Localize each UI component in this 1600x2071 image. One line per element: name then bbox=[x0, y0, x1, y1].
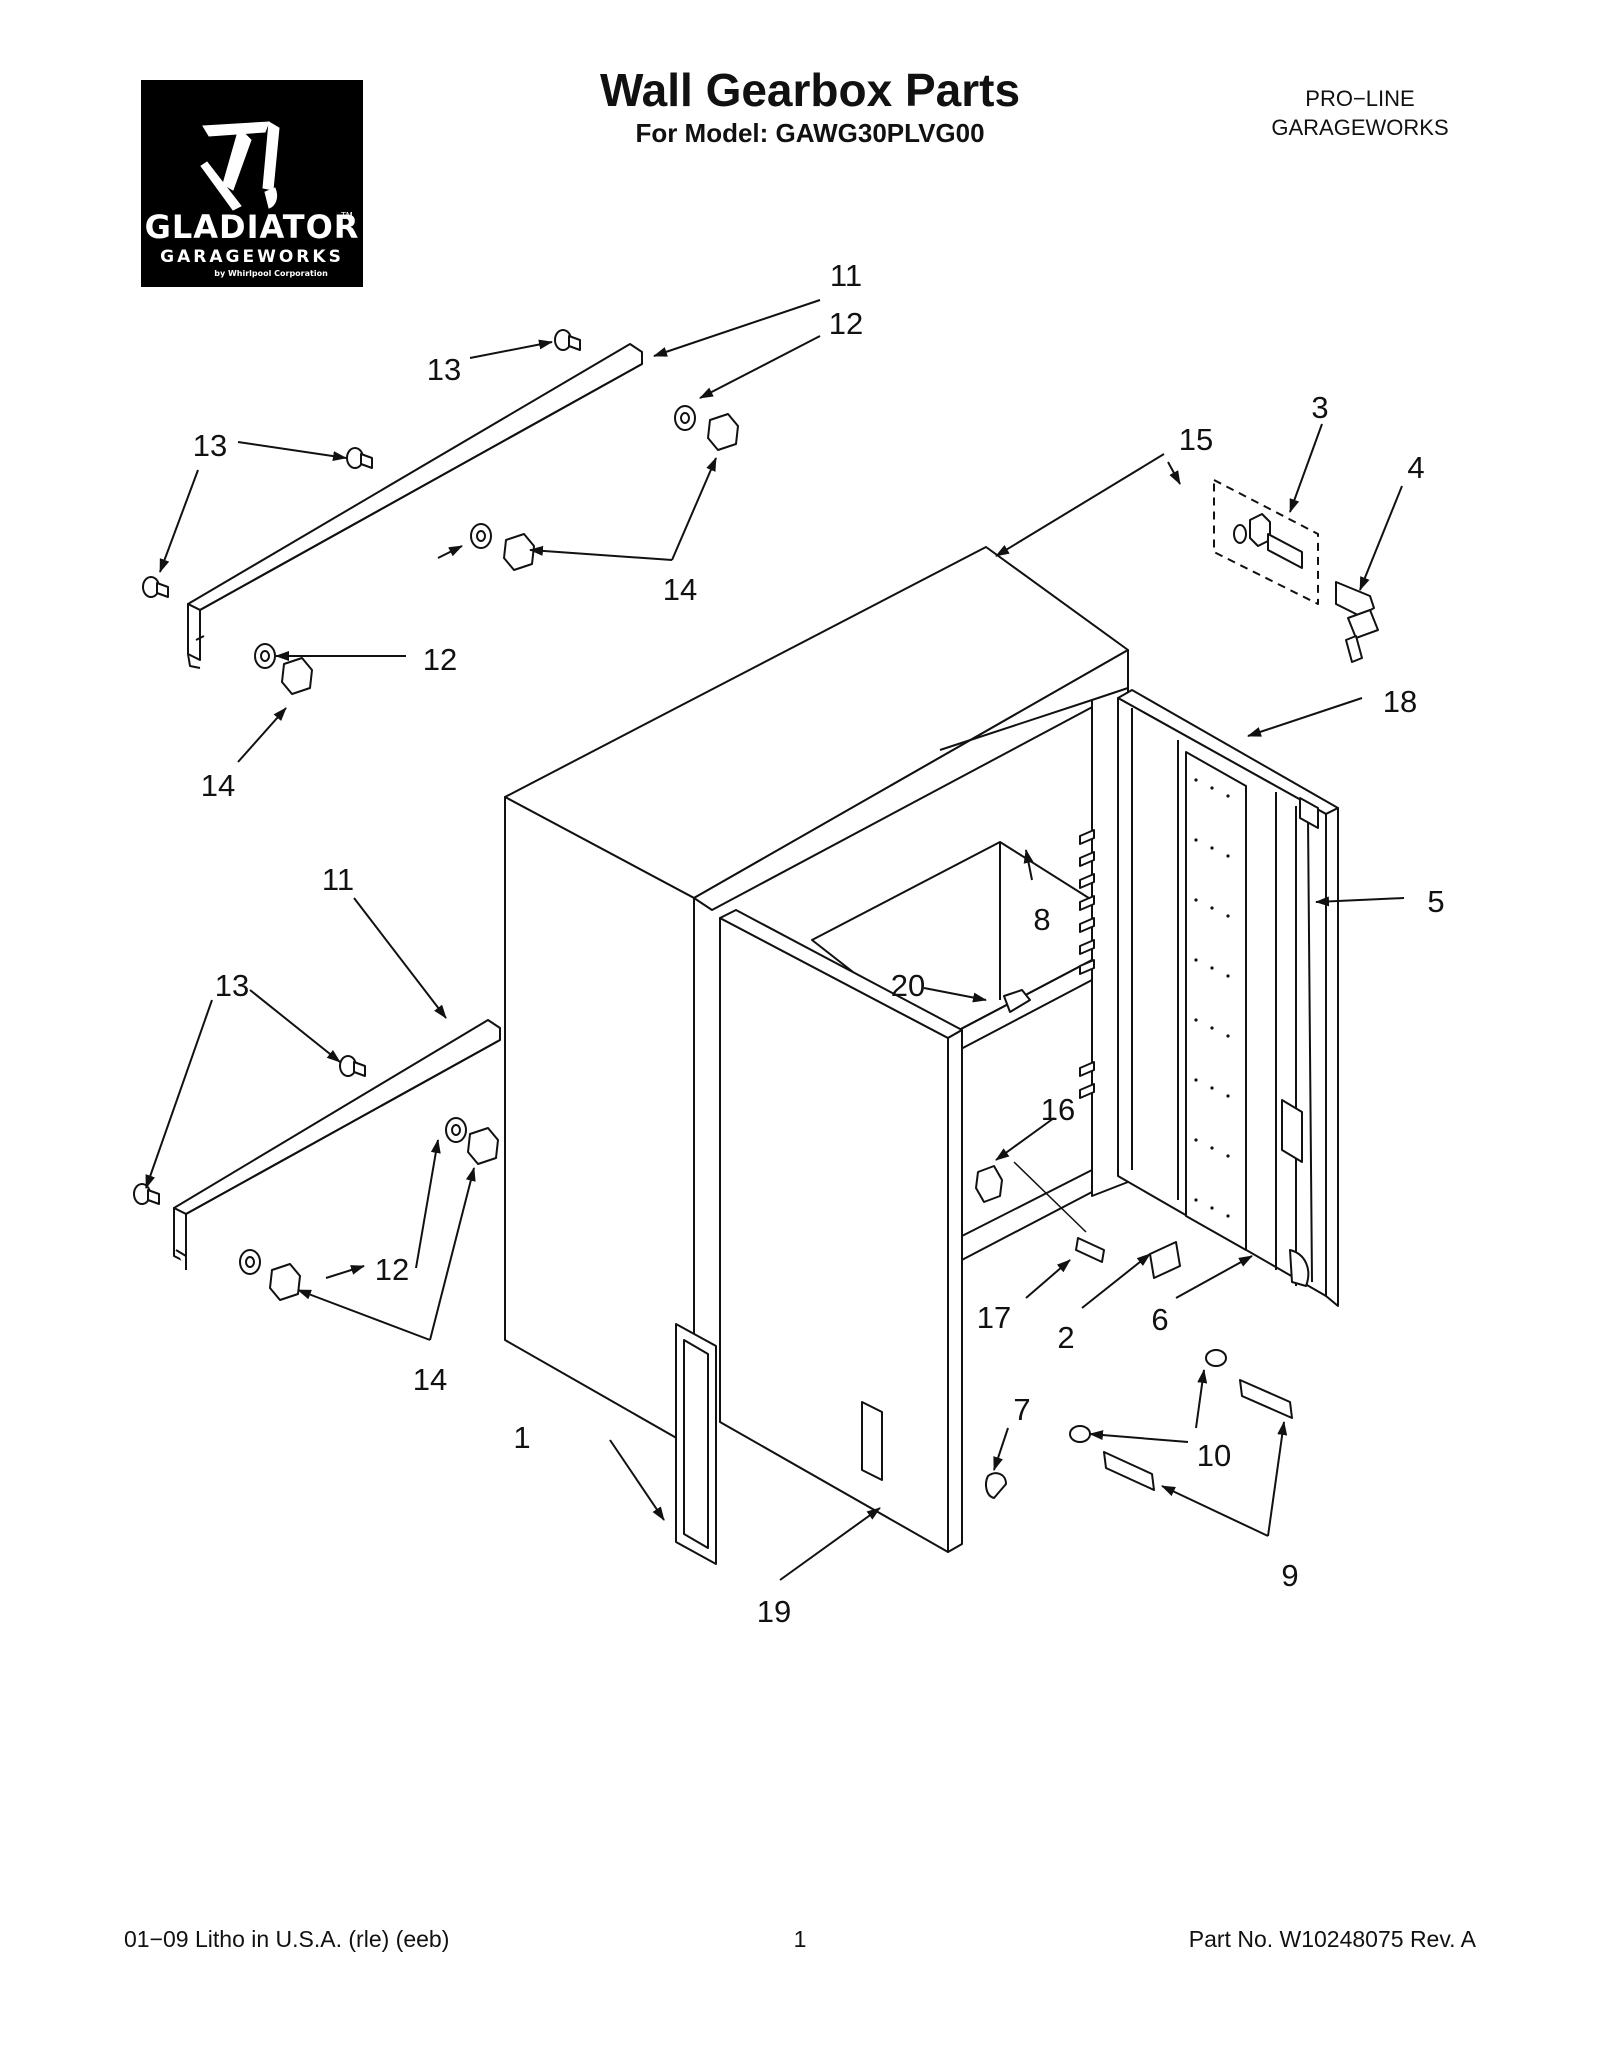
small-parts bbox=[675, 989, 1293, 1565]
callout-20: 20 bbox=[891, 968, 925, 1003]
callout-8: 8 bbox=[1033, 902, 1050, 937]
pegboard-holes bbox=[1194, 778, 1230, 1218]
upper-mounting-rail bbox=[187, 343, 643, 669]
callout-3: 3 bbox=[1311, 390, 1328, 425]
page-title: Wall Gearbox Parts bbox=[599, 64, 1021, 116]
page-number: 1 bbox=[793, 1926, 807, 1952]
callout-5: 5 bbox=[1427, 884, 1444, 919]
callout-1: 1 bbox=[513, 1420, 530, 1455]
callout-11-upper: 11 bbox=[830, 258, 862, 293]
callout-12-upper-b: 12 bbox=[423, 642, 457, 677]
callout-14-upper-a: 14 bbox=[663, 572, 697, 607]
callout-11-lower: 11 bbox=[322, 862, 354, 897]
callout-6: 6 bbox=[1151, 1302, 1168, 1337]
lower-mounting-rail bbox=[173, 1019, 501, 1270]
cabinet-body bbox=[504, 546, 1129, 1449]
callout-12-upper: 12 bbox=[829, 306, 863, 341]
lock-assembly bbox=[1213, 479, 1319, 605]
callout-10: 10 bbox=[1197, 1438, 1231, 1473]
left-door bbox=[719, 909, 963, 1553]
brand-line-1: PRO−LINE bbox=[1305, 86, 1415, 111]
callout-18: 18 bbox=[1383, 684, 1417, 719]
callout-13-upper-a: 13 bbox=[427, 352, 461, 387]
callout-4: 4 bbox=[1407, 450, 1424, 485]
logo-tagline: by Whirlpool Corporation bbox=[214, 269, 328, 278]
gladiator-logo: GLADIATOR TM GARAGEWORKS by Whirlpool Co… bbox=[141, 80, 363, 287]
callout-19: 19 bbox=[757, 1594, 791, 1629]
lower-rail-fasteners bbox=[133, 1055, 499, 1301]
gladiator-logo-graphic: GLADIATOR TM GARAGEWORKS by Whirlpool Co… bbox=[145, 121, 360, 278]
callout-13-lower: 13 bbox=[215, 968, 249, 1003]
logo-sub-wordmark: GARAGEWORKS bbox=[160, 247, 344, 267]
logo-tm: TM bbox=[340, 211, 353, 220]
callout-16: 16 bbox=[1041, 1092, 1075, 1127]
callout-14-lower: 14 bbox=[413, 1362, 447, 1397]
part-number: Part No. W10248075 Rev. A bbox=[1188, 1926, 1476, 1952]
logo-wordmark: GLADIATOR bbox=[145, 208, 360, 246]
keys bbox=[1335, 581, 1379, 663]
callout-labels: 11 12 13 13 14 12 14 15 3 4 18 5 8 20 16… bbox=[193, 258, 1445, 1629]
callout-13-upper-b: 13 bbox=[193, 428, 227, 463]
callout-14-upper-b: 14 bbox=[201, 768, 235, 803]
callout-7: 7 bbox=[1013, 1392, 1030, 1427]
callout-12-lower: 12 bbox=[375, 1252, 409, 1287]
callout-17: 17 bbox=[977, 1300, 1011, 1335]
brand-block: PRO−LINE GARAGEWORKS bbox=[1240, 84, 1480, 142]
footer-print-info: 01−09 Litho in U.S.A. (rle) (eeb) bbox=[124, 1926, 450, 1952]
callout-15: 15 bbox=[1179, 422, 1213, 457]
callout-2: 2 bbox=[1057, 1320, 1074, 1355]
leader-arrows bbox=[145, 299, 1405, 1581]
right-door bbox=[1117, 689, 1339, 1307]
model-line: For Model: GAWG30PLVG00 bbox=[635, 118, 985, 148]
callout-9: 9 bbox=[1281, 1558, 1298, 1593]
brand-line-2: GARAGEWORKS bbox=[1271, 115, 1449, 140]
shelf-clips bbox=[1079, 829, 1095, 1099]
